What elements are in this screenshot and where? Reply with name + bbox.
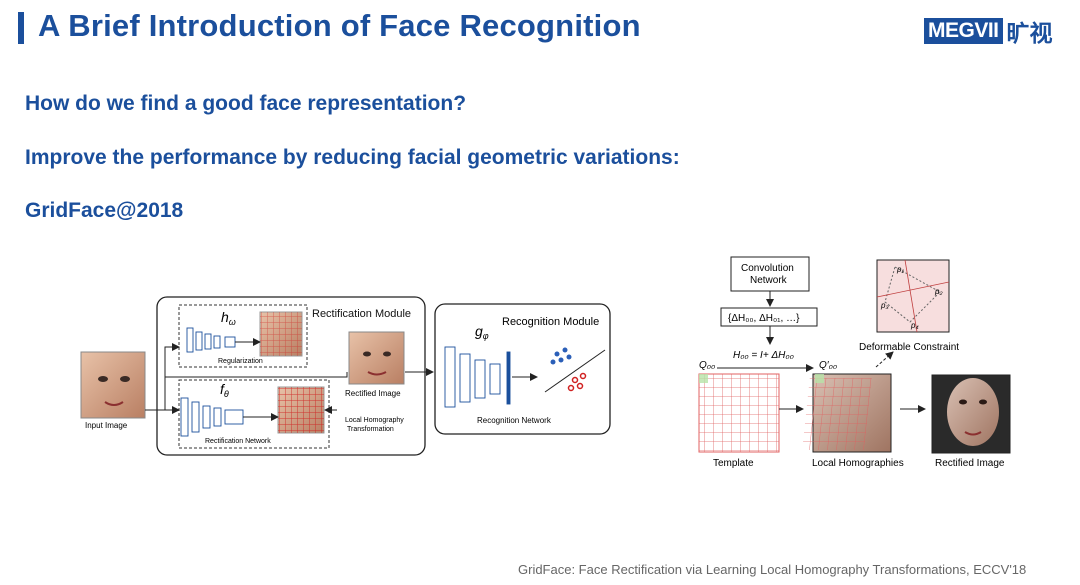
megvii-logo: MEGVII 旷视 xyxy=(924,14,1053,48)
rectified-image-label: Rectified Image xyxy=(345,389,401,398)
red-cluster xyxy=(569,374,586,391)
h-omega-label: hω xyxy=(221,309,236,327)
slide-title: A Brief Introduction of Face Recognition xyxy=(38,8,641,44)
regularization-label: Regularization xyxy=(218,358,263,365)
deformable-constraint-label: Deformable Constraint xyxy=(859,342,959,353)
p1-label: p₁ xyxy=(896,265,904,274)
g-phi-label: gφ xyxy=(475,323,489,341)
rectification-module-label: Rectification Module xyxy=(312,308,411,320)
blue-cluster xyxy=(551,348,572,365)
q00-prime-label: Q′₀₀ xyxy=(819,360,837,371)
rectified-face-image xyxy=(349,332,404,384)
p3-label: p₃ xyxy=(880,301,889,310)
regularization-network-icon xyxy=(187,328,235,352)
citation: GridFace: Face Rectification via Learnin… xyxy=(518,562,1026,577)
template-label: Template xyxy=(713,458,754,469)
q00-label: Q₀₀ xyxy=(699,360,715,371)
p4-label: p₄ xyxy=(910,321,919,330)
template-grid xyxy=(699,374,779,452)
input-face-image xyxy=(81,352,145,418)
rectified-image-right-label: Rectified Image xyxy=(935,458,1005,469)
recognition-network-label: Recognition Network xyxy=(477,416,552,425)
homography-equation: H₀₀ = I+ ΔH₀₀ xyxy=(733,350,794,361)
rectification-network-label: Rectification Network xyxy=(205,438,271,445)
p2-label: p₂ xyxy=(934,287,943,296)
logo-text: MEGVII xyxy=(924,18,1003,44)
local-homographies-label: Local Homographies xyxy=(812,458,904,469)
logo-chinese: 旷视 xyxy=(1007,14,1053,48)
recognition-network-icon xyxy=(445,347,510,407)
bullet-improve: Improve the performance by reducing faci… xyxy=(25,146,680,170)
rectification-network-icon xyxy=(181,398,243,436)
bullet-question: How do we find a good face representatio… xyxy=(25,92,466,116)
gridface-pipeline-diagram: Rectification Module hω Regularization f… xyxy=(75,292,620,462)
recognition-module-label: Recognition Module xyxy=(502,316,599,328)
input-image-label: Input Image xyxy=(85,421,128,430)
delta-h-set: {ΔH₀₀, ΔH₀₁, …} xyxy=(728,313,800,324)
f-theta-label: fθ xyxy=(220,381,229,399)
bullet-gridface: GridFace@2018 xyxy=(25,199,183,223)
title-accent-bar xyxy=(18,12,24,44)
